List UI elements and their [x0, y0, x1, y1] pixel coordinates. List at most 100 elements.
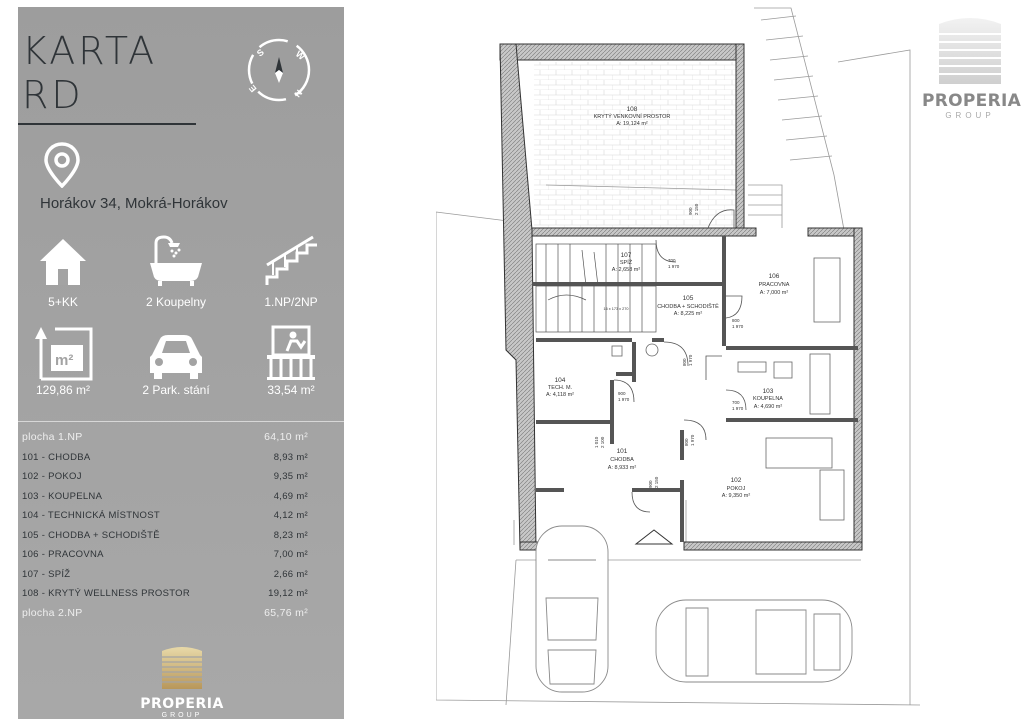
room-107-name: SPÍŽ	[620, 258, 633, 266]
room-108-name: KRYTÝ VENKOVNÍ PROSTOR	[594, 113, 671, 120]
room-name: 103 - KOUPELNA	[22, 490, 103, 502]
table-row: 105 - CHODBA + SCHODIŠTĚ 8,23 m²	[18, 526, 344, 546]
feature-bathrooms: 2 Koupelny	[121, 235, 231, 309]
room-101-number: 101	[617, 448, 628, 455]
room-104-area: A: 4,118 m²	[546, 392, 574, 398]
room-101-name: CHODBA	[610, 457, 634, 463]
table-row: 103 - KOUPELNA 4,69 m²	[18, 487, 344, 507]
room-name: 107 - SPÍŽ	[22, 568, 71, 580]
feature-area-label: 129,86 m²	[35, 383, 91, 397]
room-101-area: A: 8,933 m²	[608, 465, 637, 471]
room-107-number: 107	[621, 252, 632, 259]
room-105-area: A: 8,225 m²	[674, 311, 703, 317]
room-area: 8,23 m²	[273, 529, 308, 541]
door-label: 1 970	[688, 354, 693, 366]
feature-bathrooms-label: 2 Koupelny	[145, 295, 207, 309]
room-104-name: TECH. M.	[548, 385, 573, 391]
room-name: 108 - KRYTÝ WELLNESS PROSTOR	[22, 588, 191, 599]
house-icon	[40, 239, 86, 285]
door-label: 900	[688, 207, 693, 215]
page-title: KARTA RD	[22, 29, 157, 117]
site-context	[436, 7, 920, 706]
door-label: 1 970	[618, 397, 630, 402]
room-area: 4,69 m²	[273, 490, 308, 502]
floor2-label: plocha 2.NP	[22, 606, 83, 619]
fixtures	[611, 257, 845, 521]
room-105-number: 105	[683, 295, 694, 302]
room-name: 106 - PRACOVNA	[22, 549, 104, 560]
room-area: 19,12 m²	[268, 588, 308, 599]
room-108-area: A: 19,124 m²	[616, 121, 648, 127]
room-name: 101 - CHODBA	[22, 451, 91, 463]
compass-letter-s: S	[255, 47, 266, 59]
room-area: 7,00 m²	[273, 549, 308, 560]
room-108-number: 108	[627, 106, 638, 113]
door-label: 2 150	[694, 203, 699, 215]
divider	[18, 421, 344, 422]
svg-text:m²: m²	[55, 352, 73, 369]
properia-logo-icon	[939, 18, 1001, 84]
table-row: 102 - POKOJ 9,35 m²	[18, 467, 344, 487]
room-name: 105 - CHODBA + SCHODIŠTĚ	[22, 529, 160, 541]
floor2-value: 65,76 m²	[264, 606, 308, 619]
room-103-area: A: 4,690 m²	[754, 404, 783, 410]
feature-area: m² 129,86 m²	[8, 325, 118, 397]
room-105-name: CHODBA + SCHODIŠTĚ	[657, 302, 719, 310]
feature-parking-label: 2 Park. stání	[142, 383, 210, 397]
feature-floors: 1.NP/2NP	[236, 235, 346, 309]
room-106-name: PRACOVNA	[759, 282, 790, 288]
table-row: 106 - PRACOVNA 7,00 m²	[18, 545, 344, 565]
room-102-area: A: 9,350 m²	[722, 493, 751, 499]
brand-sub: GROUP	[161, 712, 203, 719]
floor1-value: 64,10 m²	[264, 431, 308, 443]
room-103-name: KOUPELNA	[753, 396, 783, 402]
door-label: 1 970	[732, 406, 744, 411]
floor-plan: 108 KRYTÝ VENKOVNÍ PROSTOR A: 19,124 m² …	[436, 7, 920, 706]
brand-sub: GROUP	[945, 111, 995, 120]
door-label: 800	[684, 438, 689, 446]
door-label: 700	[732, 400, 740, 405]
bathtub-icon	[150, 235, 202, 286]
door-label: 2 150	[654, 476, 659, 488]
floor1-total-row: plocha 1.NP 64,10 m²	[18, 428, 344, 448]
feature-rooms: 5+KK	[8, 235, 118, 309]
car-icon	[150, 335, 202, 379]
room-name: 102 - POKOJ	[22, 471, 82, 482]
door-label: 900	[648, 480, 653, 488]
title-line-1: KARTA	[22, 29, 158, 73]
door-label: 1 010	[594, 436, 599, 448]
floor1-label: plocha 1.NP	[22, 431, 83, 443]
door-dimensions: 900 2 150 700 1 970 800 1 970 800 1 970 …	[594, 203, 744, 488]
door-label: 2 100	[600, 436, 605, 448]
room-area: 9,35 m²	[273, 471, 308, 482]
balcony-icon	[267, 325, 315, 380]
feature-parking: 2 Park. stání	[121, 325, 231, 397]
compass-letter-w: W	[294, 49, 307, 62]
brand-name: PROPERIA	[922, 91, 1022, 111]
room-area: 2,66 m²	[273, 568, 308, 580]
room-108-floor	[534, 62, 738, 230]
door-label: 1 970	[690, 434, 695, 446]
title-underline	[18, 123, 196, 125]
table-row: 108 - KRYTÝ WELLNESS PROSTOR 19,12 m²	[18, 584, 344, 604]
room-name: 104 - TECHNICKÁ MÍSTNOST	[22, 510, 160, 521]
title-line-2: RD	[22, 73, 84, 117]
compass-icon: S W N E	[247, 38, 311, 102]
room-104-number: 104	[555, 377, 566, 384]
door-label: 1 970	[668, 264, 680, 269]
info-panel: KARTA RD S W N E Horákov 34, Mokrá-Horák…	[18, 7, 344, 719]
staircase	[535, 243, 657, 333]
compass-letter-n: N	[292, 88, 304, 99]
properia-logo-icon	[162, 647, 202, 689]
area-m2-icon: m²	[35, 327, 93, 381]
door-label: 800	[682, 358, 687, 366]
feature-balcony: 33,54 m²	[236, 325, 346, 397]
feature-balcony-label: 33,54 m²	[267, 383, 315, 397]
entrance-arrow	[634, 529, 674, 545]
room-102-name: POKOJ	[727, 486, 746, 492]
feature-floors-label: 1.NP/2NP	[264, 295, 318, 309]
room-labels: 108 KRYTÝ VENKOVNÍ PROSTOR A: 19,124 m² …	[546, 106, 790, 499]
room-106-number: 106	[769, 273, 780, 280]
